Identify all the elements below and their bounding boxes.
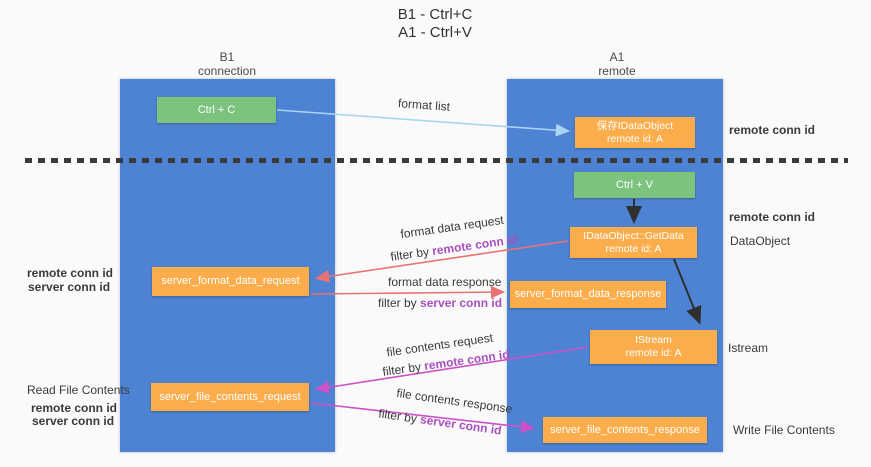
remote-conn-id-text: remote conn id bbox=[431, 232, 519, 258]
node-istream-line1: IStream bbox=[635, 334, 672, 346]
arrow-format-data-response bbox=[310, 285, 506, 299]
node-istream-line2: remote id: A bbox=[625, 347, 682, 359]
lane-header-b1: B1 connection bbox=[157, 50, 297, 78]
node-save-dataobject-line1: 保存IDataObject bbox=[596, 119, 674, 132]
edge-label-format-data-response: format data response bbox=[388, 275, 502, 289]
server-conn-id-text: server conn id bbox=[420, 296, 503, 310]
label-left-remote-conn-id-bottom: remote conn id bbox=[31, 401, 118, 415]
lane-a1-name: A1 bbox=[609, 50, 625, 64]
node-format-request-label: server_format_data_request bbox=[161, 275, 300, 287]
diagram-title: B1 - Ctrl+C A1 - Ctrl+V bbox=[300, 6, 570, 42]
title-line-2: A1 - Ctrl+V bbox=[398, 24, 472, 41]
node-save-dataobject: 保存IDataObject remote id: A bbox=[575, 117, 695, 148]
node-server-format-data-request: server_format_data_request bbox=[152, 267, 309, 296]
label-left-server-conn-id-bottom: server conn id bbox=[32, 414, 115, 428]
lane-b1-name: B1 bbox=[219, 50, 235, 64]
dashed-divider-line bbox=[25, 158, 848, 163]
label-left-remote-conn-id-mid: remote conn id bbox=[27, 266, 114, 280]
label-dataobject: DataObject bbox=[730, 234, 791, 248]
filter-by-text: filter by bbox=[381, 359, 426, 379]
label-left-server-conn-id-mid: server conn id bbox=[28, 280, 111, 294]
lane-a1-role: remote bbox=[598, 64, 636, 78]
node-server-file-contents-request: server_file_contents_request bbox=[151, 383, 309, 411]
node-getdata-line1: IDataObject::GetData bbox=[583, 229, 684, 242]
label-right-remote-conn-id-mid: remote conn id bbox=[729, 210, 816, 224]
node-ctrl-c-label: Ctrl + C bbox=[197, 104, 236, 116]
title-line-1: B1 - Ctrl+C bbox=[397, 6, 473, 23]
node-idataobject-getdata: IDataObject::GetData remote id: A bbox=[570, 227, 697, 258]
node-istream: IStream remote id: A bbox=[590, 330, 717, 364]
edge-label-format-list: format list bbox=[397, 96, 451, 114]
lane-header-a1: A1 remote bbox=[547, 50, 687, 78]
label-right-remote-conn-id-top: remote conn id bbox=[729, 123, 816, 137]
edge-label-format-data-response-filter: filter by server conn id bbox=[378, 296, 502, 310]
node-file-response-label: server_file_contents_response bbox=[550, 423, 700, 436]
node-file-request-label: server_file_contents_request bbox=[159, 390, 301, 403]
label-istream: Istream bbox=[728, 341, 769, 355]
node-server-file-contents-response: server_file_contents_response bbox=[543, 417, 707, 443]
lane-b1-role: connection bbox=[197, 64, 257, 78]
node-save-dataobject-line2: remote id: A bbox=[606, 132, 664, 145]
server-conn-id-text: server conn id bbox=[419, 412, 503, 438]
node-ctrl-v: Ctrl + V bbox=[574, 172, 695, 198]
node-getdata-line2: remote id: A bbox=[605, 242, 662, 255]
node-server-format-data-response: server_format_data_response bbox=[510, 281, 666, 308]
filter-by-text: filter by bbox=[389, 244, 434, 264]
filter-by-text: filter by bbox=[377, 406, 422, 427]
node-ctrl-c: Ctrl + C bbox=[157, 97, 276, 123]
node-ctrl-v-label: Ctrl + V bbox=[616, 179, 653, 191]
node-format-response-label: server_format_data_response bbox=[514, 288, 662, 300]
label-read-file-contents: Read File Contents bbox=[27, 383, 130, 397]
label-write-file-contents: Write File Contents bbox=[733, 423, 835, 437]
filter-by-text: filter by bbox=[378, 296, 421, 310]
